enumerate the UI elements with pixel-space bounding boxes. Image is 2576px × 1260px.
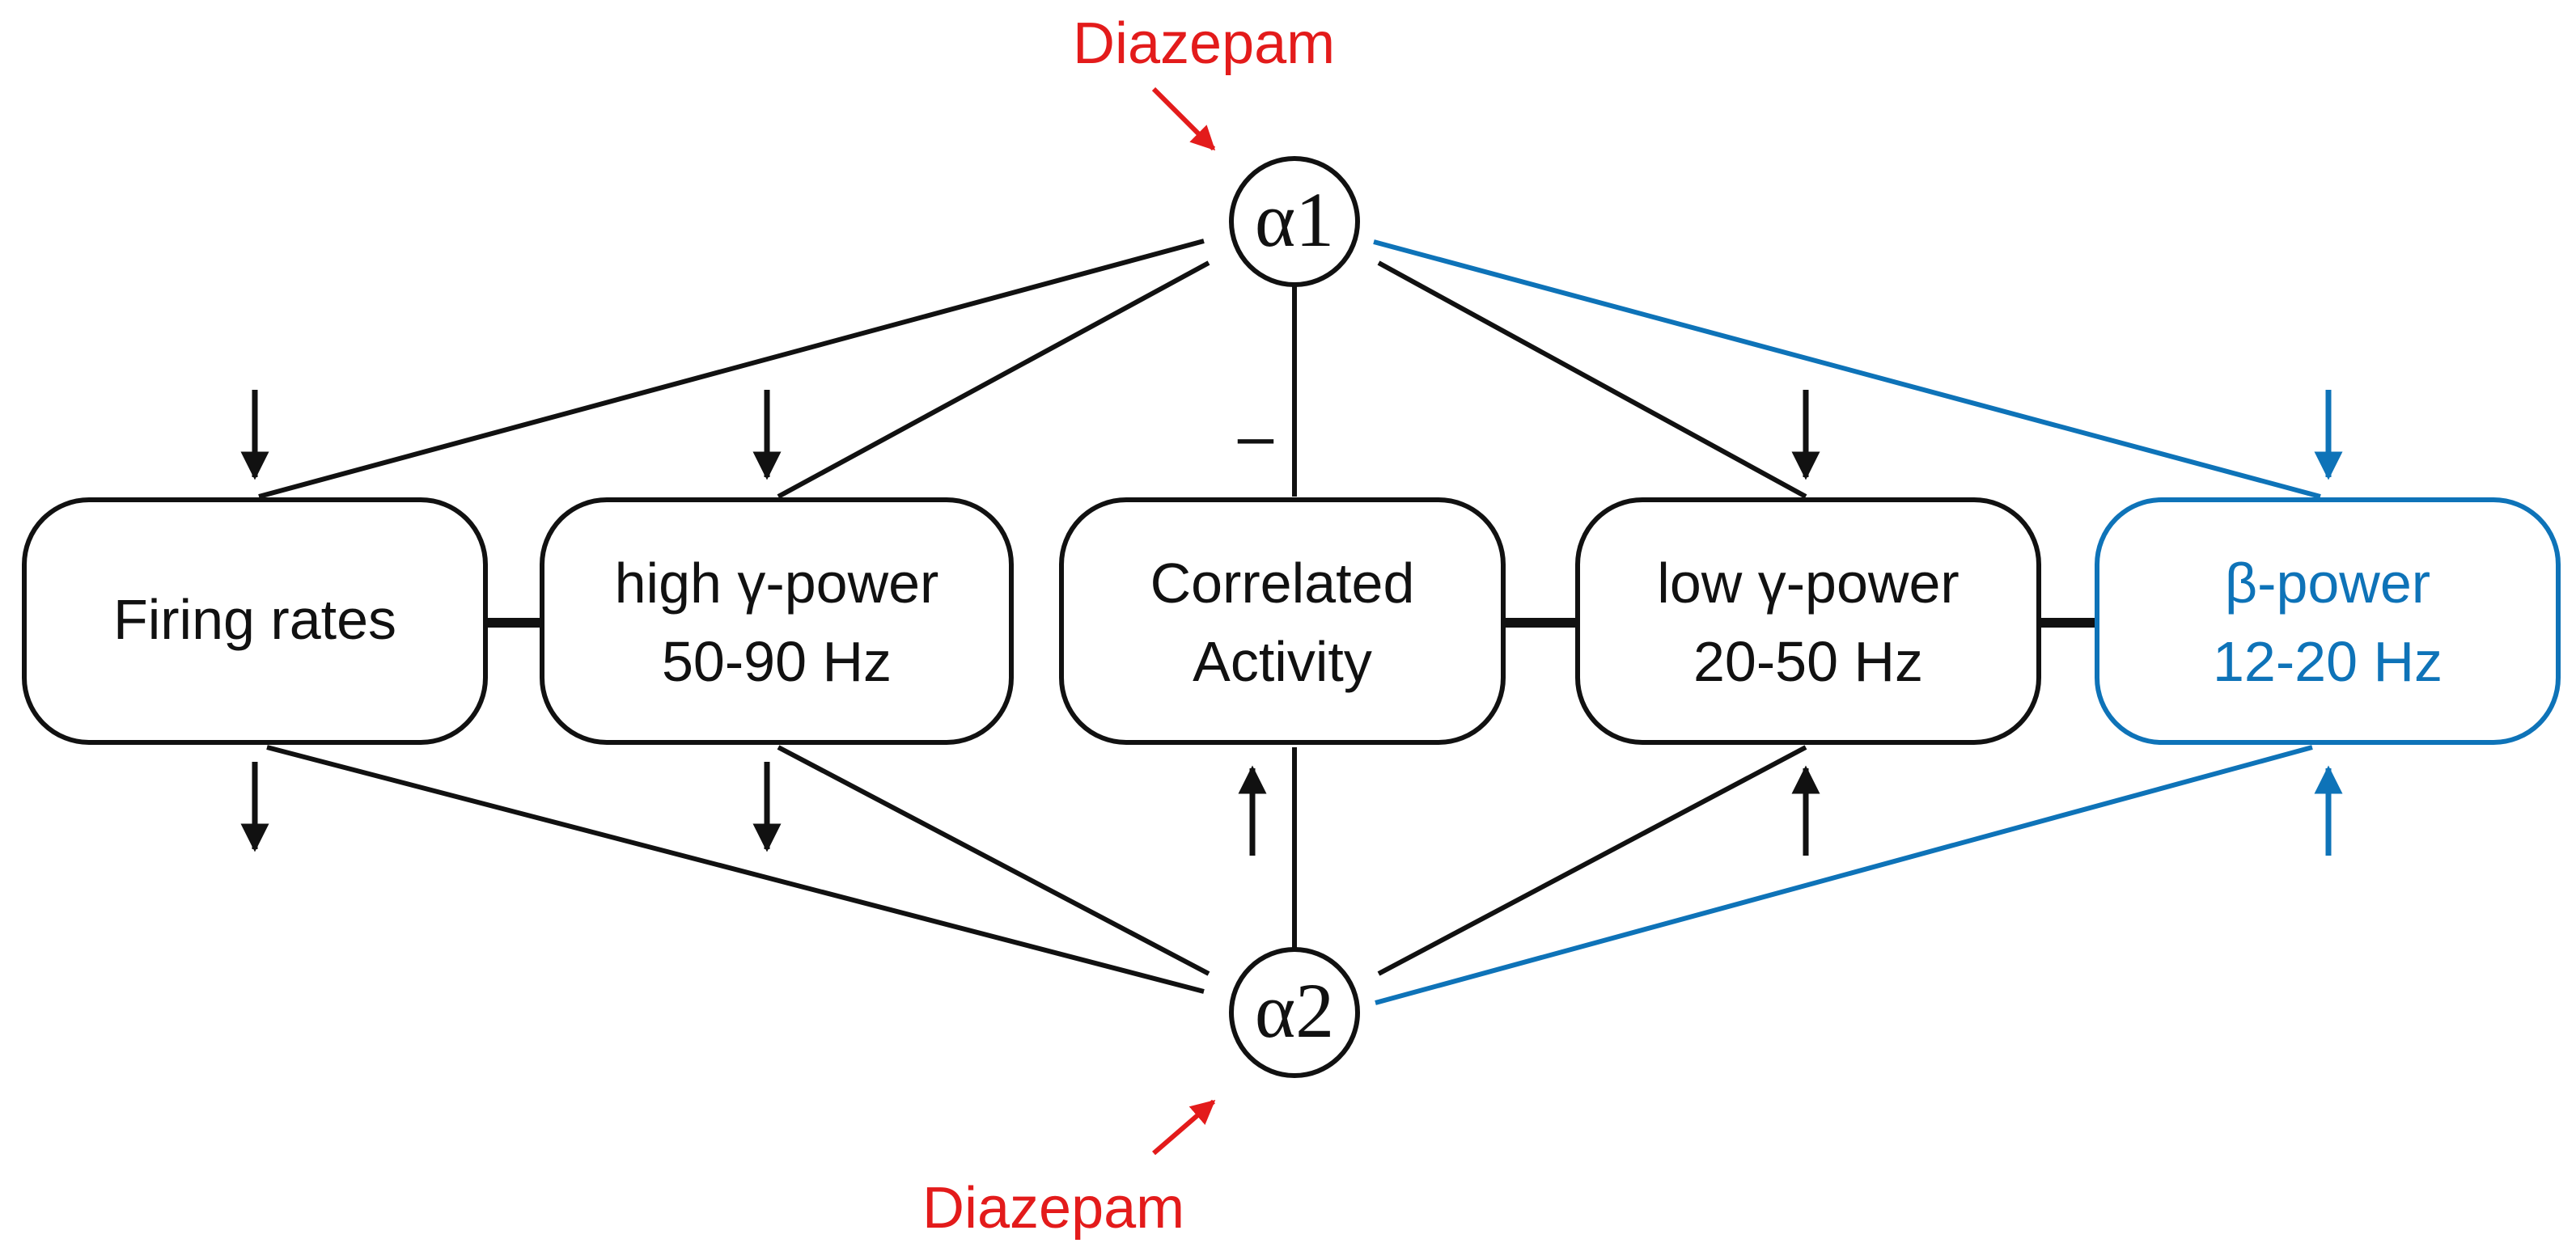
box-correlated-activity: Correlated Activity bbox=[1059, 497, 1506, 745]
diazepam-bottom: Diazepam bbox=[922, 1099, 1216, 1241]
box-beta-range: 12-20 Hz bbox=[2213, 630, 2443, 693]
alpha1-to-firing-line bbox=[258, 239, 1205, 499]
box-low-gamma-label: low γ-power bbox=[1657, 552, 1959, 615]
alpha1-to-beta-line bbox=[1373, 239, 2321, 499]
alpha1-node: α1 bbox=[1229, 156, 1360, 287]
box-correlated-label-line1: Correlated bbox=[1150, 552, 1415, 615]
alpha2-connections bbox=[266, 745, 2313, 1005]
alpha2-to-firing-line bbox=[266, 745, 1205, 994]
alpha2-to-beta-line bbox=[1375, 745, 2313, 1005]
arrow-diagonal-icon bbox=[1151, 87, 1216, 151]
box-beta-label: β-power bbox=[2225, 552, 2430, 615]
alpha1-connections bbox=[258, 239, 2321, 499]
diazepam-top-label: Diazepam bbox=[1073, 11, 1335, 76]
arrow-diagonal-icon bbox=[1152, 1099, 1216, 1156]
diazepam-top: Diazepam bbox=[1073, 11, 1335, 151]
alpha1-effect-arrows bbox=[240, 390, 2343, 480]
alpha2-to-high-gamma-line bbox=[777, 745, 1210, 976]
alpha2-label: α2 bbox=[1255, 967, 1334, 1054]
alpha2-effect-arrows bbox=[240, 762, 2343, 856]
box-beta-power: β-power 12-20 Hz bbox=[2095, 497, 2561, 745]
alpha1-to-low-gamma-line bbox=[1377, 260, 1807, 499]
box-high-gamma-range: 50-90 Hz bbox=[662, 630, 892, 693]
box-firing-rates: Firing rates bbox=[22, 497, 488, 745]
alpha1-correlated-minus-sign: – bbox=[1238, 400, 1274, 471]
box-high-gamma-power: high γ-power 50-90 Hz bbox=[540, 497, 1014, 745]
alpha2-node: α2 bbox=[1229, 947, 1360, 1078]
box-firing-rates-label: Firing rates bbox=[113, 588, 396, 651]
alpha1-label: α1 bbox=[1255, 176, 1334, 263]
alpha1-to-high-gamma-line bbox=[777, 260, 1210, 499]
box-correlated-label-line2: Activity bbox=[1193, 630, 1372, 693]
box-low-gamma-range: 20-50 Hz bbox=[1693, 630, 1923, 693]
diazepam-bottom-label: Diazepam bbox=[922, 1176, 1184, 1241]
box-low-gamma-power: low γ-power 20-50 Hz bbox=[1575, 497, 2041, 745]
alpha2-to-low-gamma-line bbox=[1377, 745, 1807, 976]
box-high-gamma-label: high γ-power bbox=[615, 552, 939, 615]
